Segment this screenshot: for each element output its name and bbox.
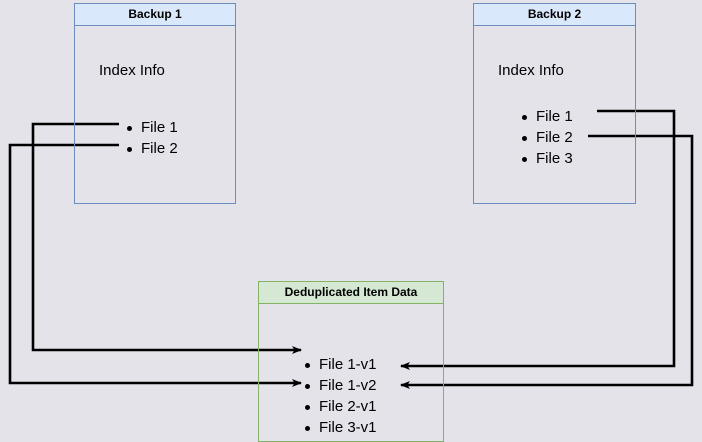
list-item[interactable]: File 2 bbox=[123, 138, 178, 159]
box-deduplicated-item-data[interactable]: Deduplicated Item Data File 1-v1 File 1-… bbox=[258, 281, 444, 442]
box-backup-1-title: Backup 1 bbox=[75, 4, 235, 26]
list-item[interactable]: File 3-v1 bbox=[301, 417, 377, 438]
dedup-file-list: File 1-v1 File 1-v2 File 2-v1 File 3-v1 bbox=[301, 354, 377, 438]
box-backup-2[interactable]: Backup 2 Index Info File 1 File 2 File 3 bbox=[473, 3, 636, 204]
box-deduplicated-item-data-body: File 1-v1 File 1-v2 File 2-v1 File 3-v1 bbox=[259, 304, 443, 441]
list-item[interactable]: File 2 bbox=[518, 127, 573, 148]
list-item[interactable]: File 1 bbox=[123, 117, 178, 138]
list-item[interactable]: File 1 bbox=[518, 106, 573, 127]
box-deduplicated-item-data-title: Deduplicated Item Data bbox=[259, 282, 443, 304]
box-backup-1-body: Index Info File 1 File 2 bbox=[75, 26, 235, 203]
list-item[interactable]: File 1-v2 bbox=[301, 375, 377, 396]
backup-1-index-info-label: Index Info bbox=[99, 62, 165, 79]
box-backup-2-title: Backup 2 bbox=[474, 4, 635, 26]
box-backup-2-body: Index Info File 1 File 2 File 3 bbox=[474, 26, 635, 203]
list-item[interactable]: File 3 bbox=[518, 148, 573, 169]
backup-2-index-info-label: Index Info bbox=[498, 62, 564, 79]
list-item[interactable]: File 1-v1 bbox=[301, 354, 377, 375]
backup-1-file-list: File 1 File 2 bbox=[123, 117, 178, 159]
list-item[interactable]: File 2-v1 bbox=[301, 396, 377, 417]
backup-2-file-list: File 1 File 2 File 3 bbox=[518, 106, 573, 169]
box-backup-1[interactable]: Backup 1 Index Info File 1 File 2 bbox=[74, 3, 236, 204]
